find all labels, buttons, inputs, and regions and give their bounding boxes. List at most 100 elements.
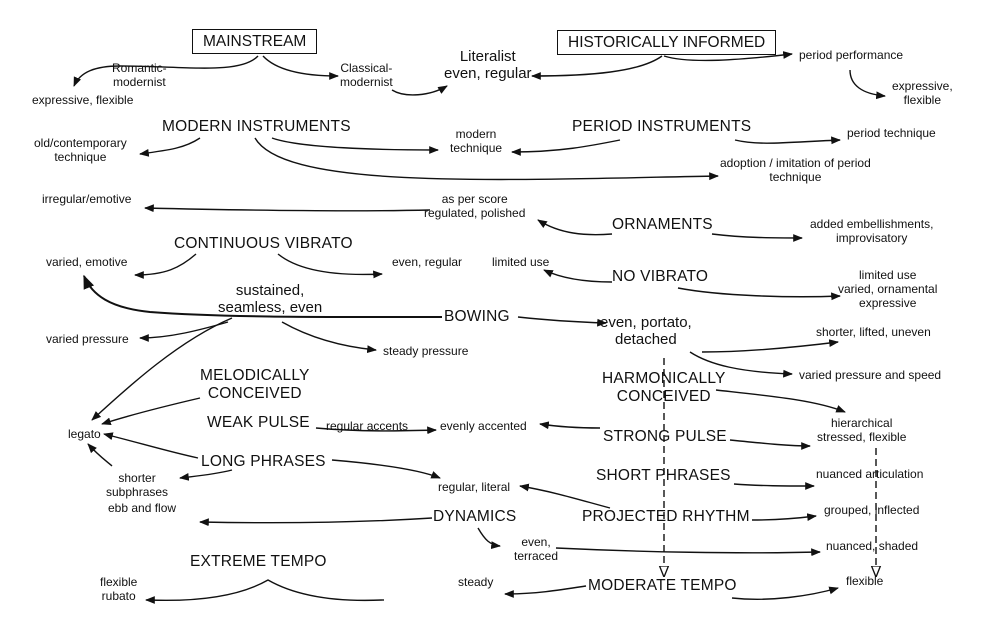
arrow-strongpulse-evenly [539,421,601,430]
arrow-hi-period [663,51,793,62]
arrow-weakpulse-evenly [315,426,437,435]
nuanced-articulation-label: nuanced articulation [816,467,924,481]
arrow-projected-regular [519,483,611,509]
arrow-mainstream-romantic [73,55,259,87]
period-instruments-label: PERIOD INSTRUMENTS [572,118,752,135]
arrow-long-legato [103,432,199,459]
arrow-projected-grouped [751,513,817,521]
no-vibrato-label: NO VIBRATO [612,268,709,285]
varied-pressure-label: varied pressure [46,332,129,346]
arrow-ornaments-added [711,233,803,242]
moderate-tempo-label: MODERATE TEMPO [588,577,737,594]
shorter-lifted-label: shorter, lifted, uneven [816,325,931,339]
even-terraced-label: even,terraced [514,535,559,563]
dynamics-label: DYNAMICS [433,508,517,525]
arrow-bowing-portato [517,316,607,327]
classical-modernist-label: Classical-modernist [340,61,393,89]
arrow-short-nuanced [733,482,815,490]
arrow-period-expressive [849,69,886,100]
ornaments-label: ORNAMENTS [612,216,713,233]
romantic-modernist-label: Romantic-modernist [112,61,167,89]
regular-literal-label: regular, literal [438,480,511,494]
arrow-sustained-varied [139,321,229,342]
nuanced-shaded-label: nuanced, shaded [826,539,919,553]
period-performance-label: period performance [799,48,904,62]
modern-instruments-label: MODERN INSTRUMENTS [162,118,351,135]
arrow-sustained-legato [91,317,233,421]
even-regular-label: even, regular [392,255,463,269]
arrow-classical-literalist [391,85,448,96]
short-phrases-label: SHORT PHRASES [596,467,731,484]
arrow-period-moderntech [511,139,621,156]
arrow-strongpulse-stressed [729,439,811,450]
arrow-long-regular [331,459,441,479]
grouped-inflected-label: grouped, inflected [824,503,920,517]
arrow-period-periodtech [734,136,841,145]
arrow-moderate-flexible [731,586,839,600]
strong-pulse-label: STRONG PULSE [603,428,727,445]
sustained-label: sustained,seamless, even [218,282,323,317]
arrow-detached-speed [689,351,793,378]
expressive-flexible-label: expressive, flexible [32,93,134,107]
arrow-long-shorter [179,469,233,481]
arrow-score-irregular [144,204,431,213]
arrow-hi-literalist [531,55,663,80]
arrow-even-nuanced [555,547,821,557]
arrow-novibrato-varied [677,287,841,301]
arrow-mainstream-classical [262,55,339,80]
bowing-label: BOWING [444,308,510,325]
arrow-modern-old [139,137,201,157]
evenly-accented-label: evenly accented [440,419,527,433]
steady-pressure-label: steady pressure [383,344,469,358]
arrow-modern-moderntech [271,137,439,154]
arrow-vibrato-varied [134,253,197,279]
projected-rhythm-label: PROJECTED RHYTHM [582,508,750,525]
flexible-label: flexible [846,574,884,588]
arrow-dynamics-ebb [199,517,433,527]
ebb-and-flow-label: ebb and flow [108,501,177,515]
brace-extreme-tempo [147,579,383,602]
arrow-ornaments-score [537,219,613,236]
arrow-moderate-steady [504,585,587,598]
mainstream-box: MAINSTREAM [192,29,318,54]
arrow-legato-short [87,443,113,467]
steady-label: steady [458,575,494,589]
legato-label: legato [68,427,101,441]
continuous-vibrato-label: CONTINUOUS VIBRATO [174,235,353,252]
varied-pressure-speed-label: varied pressure and speed [799,368,942,382]
arrow-modern-adoption [254,137,719,181]
irregular-emotive-label: irregular/emotive [42,192,132,206]
extreme-tempo-label: EXTREME TEMPO [190,553,327,570]
arrow-dynamics-even [477,527,501,550]
even-portato-label: even, portato,detached [600,314,692,349]
regular-accents-label: regular accents [326,419,409,433]
arrow-novibrato-limited [543,269,613,283]
arrow-bowing-emotive [83,274,443,319]
arrow-harmonic-hierarchical [715,389,846,413]
long-phrases-label: LONG PHRASES [201,453,326,470]
varied-emotive-label: varied, emotive [46,255,128,269]
expressive-flexible-period-label: expressive,flexible [892,79,953,107]
historically-informed-box: HISTORICALLY INFORMED [557,30,777,55]
arrow-detached-shorter [701,339,839,353]
arrow-melodic-legato [101,397,201,426]
weak-pulse-label: WEAK PULSE [207,414,310,431]
period-technique-label: period technique [847,126,936,140]
arrow-sustained-steady [281,321,377,354]
arrow-vibrato-even [277,253,383,279]
limited-use-label: limited use [492,255,550,269]
added-embellishments-label: added embellishments,improvisatory [810,217,934,245]
